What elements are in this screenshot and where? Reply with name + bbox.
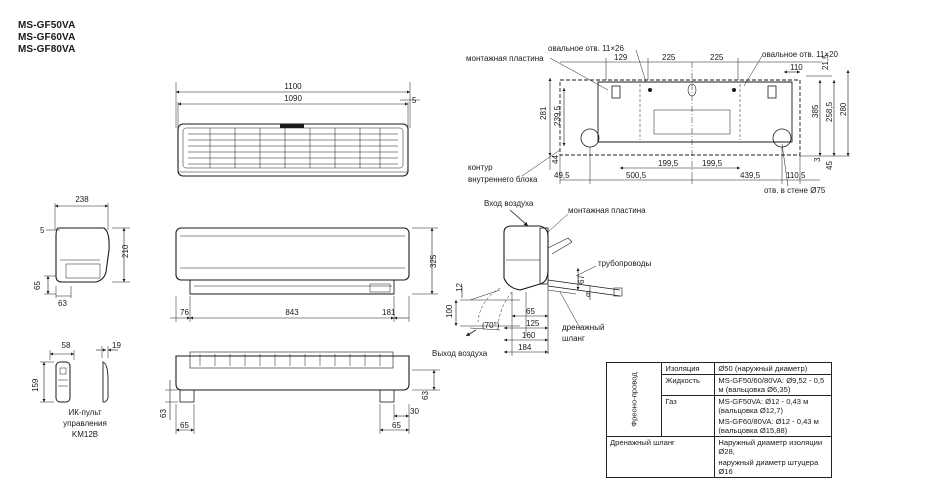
dim-plate-left: 281 <box>539 106 548 120</box>
dim-install: 160 <box>522 331 536 340</box>
spec-drain-value: наружный диаметр штуцера Ø16 <box>714 457 832 478</box>
installation-view <box>454 209 623 356</box>
dim-install: 65 <box>526 307 535 316</box>
dim-install: 6 <box>586 290 591 299</box>
dim-install: 184 <box>518 343 532 352</box>
label-oval-hole-right: овальное отв. 11×20 <box>762 50 838 59</box>
dim-bottom-right-outer: 65 <box>392 421 401 430</box>
dim-plate-right: 3 <box>813 157 822 162</box>
label-angle: (70°) <box>482 321 500 330</box>
label-oval-hole-left: овальное отв. 11×26 <box>548 44 624 53</box>
model-name: MS-GF80VA <box>18 44 76 55</box>
dim-plate-right-top: 110 <box>790 63 803 72</box>
dim-bottom-height: 63 <box>159 409 168 418</box>
spec-row-value: MS-GF50VA: Ø12 - 0,43 м (вальцовка Ø12,7… <box>714 395 832 416</box>
spec-row-value: MS-GF60/80VA: Ø12 - 0,43 м (вальцовка Ø1… <box>714 416 832 437</box>
spec-row-name: Изоляция <box>661 362 716 375</box>
dim-side-height-low: 65 <box>33 281 42 290</box>
dim-install: 12 <box>455 283 464 292</box>
label-contour-line: контур <box>468 163 493 172</box>
dim-remote-thickness: 19 <box>112 341 121 350</box>
remote-control <box>40 346 118 403</box>
dim-side-offset: 5 <box>40 226 45 235</box>
dim-plate-left: 44 <box>551 155 560 164</box>
label-install-plate: монтажная пластина <box>568 206 646 215</box>
dim-plate-top: 129 <box>614 53 628 62</box>
dim-remote-width: 58 <box>62 341 71 350</box>
dim-plate-bottom: 439,5 <box>740 171 761 180</box>
dim-plate-left: 239,5 <box>553 105 562 126</box>
dim-plate-bottom-inner: 199,5 <box>702 159 723 168</box>
spec-row-name: Жидкость <box>661 374 716 396</box>
dim-plate-right: 45 <box>825 161 834 170</box>
dim-right: 181 <box>382 308 396 317</box>
dim-side-depth: 238 <box>75 195 89 204</box>
dim-plate-right: 280 <box>839 102 848 116</box>
model-list: MS-GF50VA MS-GF60VA MS-GF80VA <box>18 20 75 56</box>
label-air-out: Выход воздуха <box>432 349 488 358</box>
dim-plate-bottom: 49,5 <box>554 171 570 180</box>
front-view-2 <box>170 227 438 322</box>
dim-plate-top: 225 <box>662 53 676 62</box>
dim-left: 76 <box>180 308 189 317</box>
dim-plate-right: 258,5 <box>825 101 834 122</box>
dim-middle: 843 <box>285 308 299 317</box>
remote-label-line: ИК-пульт <box>68 408 101 417</box>
dim-height: 325 <box>429 254 438 268</box>
dim-side-base: 63 <box>58 299 67 308</box>
dim-offset: 5 <box>412 96 417 105</box>
spec-group-label: Фреоно-провод <box>629 372 639 427</box>
spec-row-value: MS-GF50/60/80VA: Ø9,52 - 0,5 м (вальцовк… <box>714 374 832 396</box>
dim-plate-right: 385 <box>811 104 820 118</box>
spec-drain-name: Дренажный шланг <box>605 436 716 478</box>
label-air-in: Вход воздуха <box>484 199 534 208</box>
spec-drain-value: Наружный диаметр изоляции Ø28, <box>714 436 832 457</box>
dim-plate-right-top: 21,5 <box>821 54 830 70</box>
label-drain-line: шланг <box>562 334 585 343</box>
spec-group-cell: Фреоно-провод <box>605 362 663 437</box>
spec-row-value: Ø50 (наружный диаметр) <box>714 362 832 375</box>
model-name: MS-GF60VA <box>18 32 76 43</box>
dim-remote-height: 159 <box>31 378 40 392</box>
spec-row-name: Газ <box>661 395 716 437</box>
spec-table: Фреоно-провод Изоляция Ø50 (наружный диа… <box>605 362 832 478</box>
model-name: MS-GF50VA <box>18 20 76 31</box>
dim-bottom-right-inner: 30 <box>410 407 419 416</box>
dim-install: 125 <box>526 319 540 328</box>
label-contour-line: внутреннего блока <box>468 175 538 184</box>
label-mounting-plate: монтажная пластина <box>466 54 544 63</box>
bottom-view <box>165 351 440 434</box>
dim-install: 100 <box>445 304 454 318</box>
label-pipes: трубопроводы <box>598 259 651 268</box>
front-view <box>175 82 420 177</box>
dim-body-width: 1090 <box>284 94 302 103</box>
dim-plate-top: 225 <box>710 53 724 62</box>
remote-label-line: управления <box>63 419 107 428</box>
dim-side-height: 210 <box>121 244 130 258</box>
side-view <box>44 203 130 298</box>
mounting-plate-view <box>521 49 850 187</box>
dim-plate-bottom: 500,5 <box>626 171 647 180</box>
dim-install: 67 <box>577 275 586 284</box>
remote-label-line: KM12B <box>72 430 98 439</box>
dim-plate-bottom: 110,5 <box>786 171 806 180</box>
dim-bottom-63: 63 <box>421 391 430 400</box>
dim-plate-bottom-inner: 199,5 <box>658 159 679 168</box>
dim-bottom-left: 65 <box>180 421 189 430</box>
label-wall-hole: отв. в стене Ø75 <box>764 186 826 195</box>
dim-overall-width: 1100 <box>284 82 302 91</box>
label-drain-line: дренажный <box>562 323 604 332</box>
